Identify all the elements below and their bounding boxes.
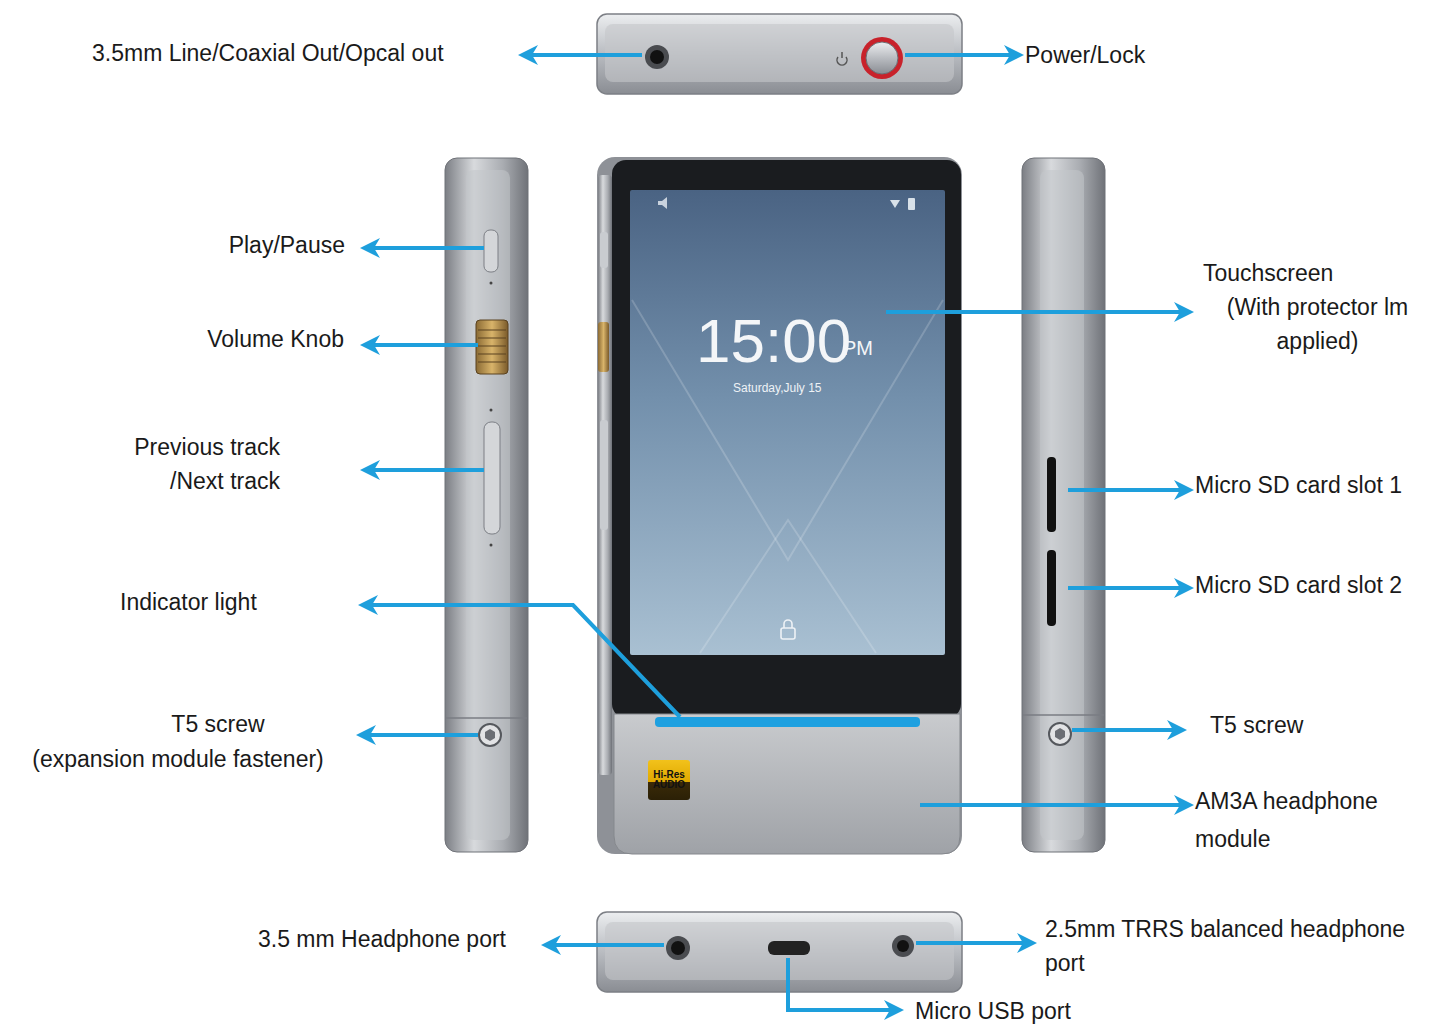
leader-arrow xyxy=(1072,728,1183,732)
leader-arrow xyxy=(522,53,642,57)
callout-label: Micro USB port xyxy=(915,994,1071,1028)
bottom-face xyxy=(605,922,954,980)
side-knob xyxy=(598,322,609,372)
callout-label: (expansion module fastener) xyxy=(0,742,356,776)
callout-label: Play/Pause xyxy=(195,228,345,262)
volume-knob xyxy=(476,320,508,374)
leader-arrow xyxy=(916,941,1033,945)
usb-port xyxy=(768,941,810,955)
leader-arrow xyxy=(362,605,680,717)
module-seam xyxy=(1023,714,1104,716)
top-view xyxy=(597,14,962,94)
screen-decor xyxy=(632,197,943,653)
callout-label: AM3A headphone module xyxy=(1195,782,1440,858)
lock-icon-shackle xyxy=(784,620,792,628)
callout-label: (With protector lm applied) xyxy=(1200,290,1435,358)
right-body xyxy=(1022,158,1105,852)
callout-label: 3.5 mm Headphone port xyxy=(196,922,506,956)
leader-arrow xyxy=(364,246,484,250)
leader-arrow xyxy=(920,803,1190,807)
line-out-jack-ring xyxy=(645,45,669,69)
headphone-module xyxy=(614,714,960,854)
headphone-jack-ring xyxy=(666,936,690,960)
t5-screw xyxy=(1049,723,1071,745)
balanced-jack-ring xyxy=(892,935,914,957)
status-speaker xyxy=(658,197,667,209)
balanced-jack xyxy=(897,940,909,952)
bottom-body xyxy=(597,912,962,992)
clock-date: Saturday,July 15 xyxy=(733,382,822,395)
callout-label: Power/Lock xyxy=(1025,38,1145,72)
wallpaper-line xyxy=(632,300,943,560)
button-dot xyxy=(490,282,493,285)
screw-head xyxy=(1055,728,1065,740)
leader-arrow xyxy=(1068,488,1190,492)
badge-text: Hi-Res AUDIO xyxy=(648,770,690,791)
leader-arrow xyxy=(788,958,900,1010)
top-face xyxy=(605,24,954,82)
status-battery xyxy=(908,198,915,210)
front-view xyxy=(597,157,962,854)
leader-arrow xyxy=(360,733,478,737)
module-seam xyxy=(446,717,527,719)
callout-label: Volume Knob xyxy=(145,322,344,356)
left-body xyxy=(445,158,528,852)
button-dot xyxy=(490,409,493,412)
front-side-edge xyxy=(598,175,612,775)
right-face xyxy=(1040,170,1084,840)
leader-arrow xyxy=(905,53,1020,57)
callout-label: Previous track /Next track xyxy=(90,430,280,498)
track-button xyxy=(484,422,500,534)
clock-time: 15:00 xyxy=(696,308,851,373)
front-body xyxy=(597,157,962,854)
leader-arrow xyxy=(1068,586,1190,590)
line-out-jack xyxy=(650,50,664,64)
callout-label: 2.5mm TRRS balanced headphone port xyxy=(1045,912,1415,980)
leader-arrow xyxy=(886,310,1190,314)
callout-label: Micro SD card slot 1 xyxy=(1195,468,1402,502)
screw-head xyxy=(485,729,495,741)
callout-label: 3.5mm Line/Coaxial Out/Opcal out xyxy=(92,36,444,70)
callout-label: Indicator light xyxy=(120,585,257,619)
side-button xyxy=(600,420,608,530)
hires-badge: Hi-Res AUDIO xyxy=(648,760,690,800)
status-wifi xyxy=(890,200,900,208)
knob-ridges xyxy=(478,330,506,362)
top-body xyxy=(597,14,962,94)
sd-slot xyxy=(1047,550,1056,626)
callout-label: T5 screw xyxy=(1210,708,1303,742)
t5-screw xyxy=(479,724,501,746)
power-button xyxy=(866,42,898,74)
leader-arrow xyxy=(364,343,478,347)
play-button xyxy=(484,230,498,272)
lock-icon-body xyxy=(781,628,795,639)
button-dot xyxy=(490,544,493,547)
callout-label: Micro SD card slot 2 xyxy=(1195,568,1402,602)
leader-arrow xyxy=(545,943,664,947)
indicator-light-bar xyxy=(655,717,920,727)
clock-ampm: PM xyxy=(843,338,873,359)
leader-arrow xyxy=(364,468,484,472)
screen-bezel xyxy=(612,160,961,718)
sd-slot xyxy=(1047,457,1056,532)
side-button xyxy=(600,232,608,268)
bottom-view xyxy=(597,912,962,992)
callout-label: T5 screw xyxy=(100,707,336,741)
callout-label: Touchscreen xyxy=(1203,256,1333,290)
left-face xyxy=(466,170,510,840)
touchscreen-display: 15:00PM Saturday,July 15 xyxy=(630,190,945,655)
wallpaper-line xyxy=(700,520,876,653)
headphone-jack xyxy=(671,941,685,955)
leader-lines xyxy=(360,55,1190,1010)
power-icon xyxy=(837,52,847,65)
power-button-ring xyxy=(861,37,903,79)
left-side-view xyxy=(445,158,528,852)
right-side-view xyxy=(1022,158,1105,852)
